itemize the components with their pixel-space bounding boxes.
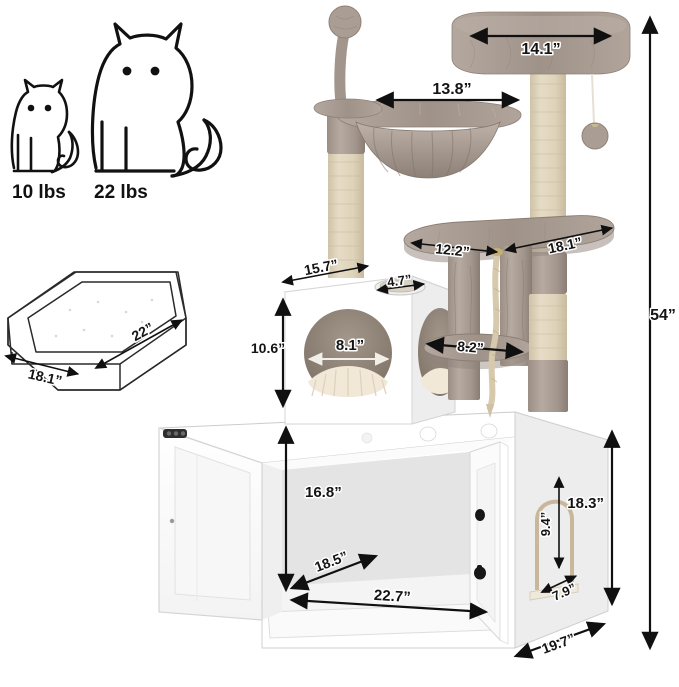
dim-label-mid-perch-width: 18.1” (547, 234, 584, 257)
dim-cabinet-interior-height: 16.8” (277, 425, 343, 593)
large-cat-weight-label: 22 lbs (94, 182, 148, 203)
dim-label-condo-top-width: 15.7” (303, 256, 340, 278)
dim-condo-height: 10.6” (249, 297, 292, 409)
dim-mid-perch-width: 18.1” (504, 224, 614, 258)
dim-total-height: 54” (641, 15, 677, 651)
dim-step-perch-width: 8.2” (425, 336, 525, 360)
dim-label-step-perch-width: 8.2” (457, 338, 485, 356)
dim-label-side-entry-height: 9.4” (538, 512, 553, 537)
dim-label-bowl-diameter: 4.7” (386, 271, 412, 289)
dim-cabinet-interior-depth: 18.5” (289, 546, 379, 591)
hanging-pompom-toy (581, 73, 609, 150)
dim-litter-box-width: 18.1” (4, 353, 80, 390)
dim-cabinet-exterior-depth: 19.7” (513, 621, 607, 659)
dim-cabinet-interior-width: 22.7” (289, 585, 489, 620)
dim-label-side-entry-width: 7.9” (550, 580, 579, 604)
dim-condo-top-width: 15.7” (281, 254, 370, 286)
cabinet-left-door[interactable] (158, 427, 263, 621)
dim-label-hammock-diameter: 13.8” (432, 81, 471, 98)
mid-perch-support-posts (448, 246, 532, 400)
dim-condo-entry: 8.1” (307, 336, 390, 366)
dim-litter-box-length: 22” (94, 318, 184, 369)
dim-label-cabinet-exterior-depth: 19.7” (539, 630, 577, 657)
small-cat-icon (10, 78, 80, 174)
dim-label-cabinet-exterior-height: 18.3” (567, 495, 604, 512)
dim-label-mid-perch-depth-value: 12.2” (435, 240, 471, 259)
dim-bowl-diameter: 4.7” (376, 270, 426, 295)
dim-hammock-diameter: 13.8” (375, 80, 521, 109)
cabinet-right-door[interactable] (469, 441, 509, 645)
dim-cabinet-exterior-height: 18.3” (566, 429, 621, 607)
dim-label-top-perch-width: 14.1” (521, 41, 560, 58)
dim-label-cabinet-interior-depth: 18.5” (312, 548, 350, 575)
dim-label-cabinet-interior-width: 22.7” (373, 587, 411, 606)
dim-label-cabinet-interior-height: 16.8” (305, 484, 342, 501)
dim-label-litter-box-length: 22” (129, 319, 157, 344)
dim-label-condo-height: 10.6” (251, 340, 285, 356)
large-cat-icon (90, 22, 223, 178)
dim-mid-perch-depth: 12.2” (410, 238, 499, 261)
post-base-right (528, 294, 568, 412)
door-knob (475, 509, 485, 521)
dim-label-condo-entry: 8.1” (336, 337, 364, 354)
dim-side-entry-height: 9.4” (537, 476, 565, 570)
dim-top-perch-width: 14.1” (469, 27, 613, 60)
small-cat-weight-label: 10 lbs (12, 182, 66, 203)
dim-label-total-height: 54” (650, 307, 676, 324)
dim-side-entry-width: 7.9” (540, 575, 580, 605)
door-knob (474, 565, 486, 580)
dangling-ball-arm (313, 5, 383, 119)
